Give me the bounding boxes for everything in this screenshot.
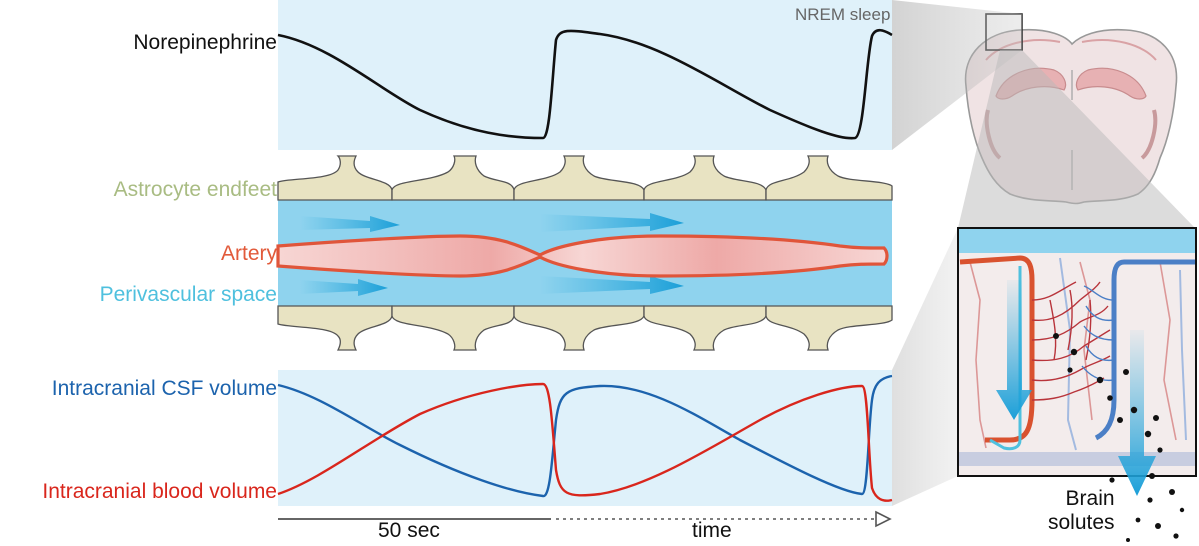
- astrocyte-endfeet-label: Astrocyte endfeet: [113, 178, 277, 201]
- perivascular-space-label: Perivascular space: [99, 283, 277, 306]
- released-solutes: [1109, 473, 1185, 542]
- inset-influx-arrow: [996, 280, 1032, 420]
- cortex-right: [1081, 39, 1157, 61]
- artery-label: Artery: [220, 242, 277, 265]
- astrocyte-endfeet-top: [277, 155, 893, 201]
- csf-volume-label: Intracranial CSF volume: [51, 377, 277, 400]
- zoom-fan-bottom: [892, 228, 958, 506]
- csf-volume-trace: [277, 374, 893, 498]
- astrocyte-endfeet-bottom: [277, 305, 893, 351]
- tissue-inset: [957, 227, 1197, 496]
- time-axis-label: time: [692, 519, 732, 542]
- blood-volume-label: Intracranial blood volume: [42, 480, 277, 503]
- volume-panel: [278, 370, 892, 506]
- zoom-fan-top: [892, 0, 1022, 150]
- inset-efflux-arrow: [1118, 330, 1156, 496]
- time-arrow-head: [875, 510, 892, 528]
- csf-flow-arrows: [300, 213, 684, 296]
- ventricle-right: [1140, 109, 1158, 160]
- brain-solutes-line1: Brain: [1065, 487, 1115, 510]
- blood-volume-trace: [277, 382, 893, 502]
- norepinephrine-panel: [278, 0, 892, 150]
- norepinephrine-trace: [277, 28, 893, 140]
- zoom-fan-inset: [958, 50, 1195, 228]
- brain-solutes-label: Brain solutes: [1048, 487, 1115, 535]
- artery-schematic: [276, 155, 893, 351]
- brain-solutes-line2: solutes: [1048, 511, 1115, 534]
- nrem-sleep-label: NREM sleep: [795, 5, 891, 24]
- norepinephrine-label: Norepinephrine: [133, 31, 277, 54]
- artery: [276, 234, 889, 278]
- brain-solutes: [1053, 333, 1163, 453]
- scale-bar-label: 50 sec: [378, 519, 440, 542]
- inset-vein: [1094, 259, 1195, 441]
